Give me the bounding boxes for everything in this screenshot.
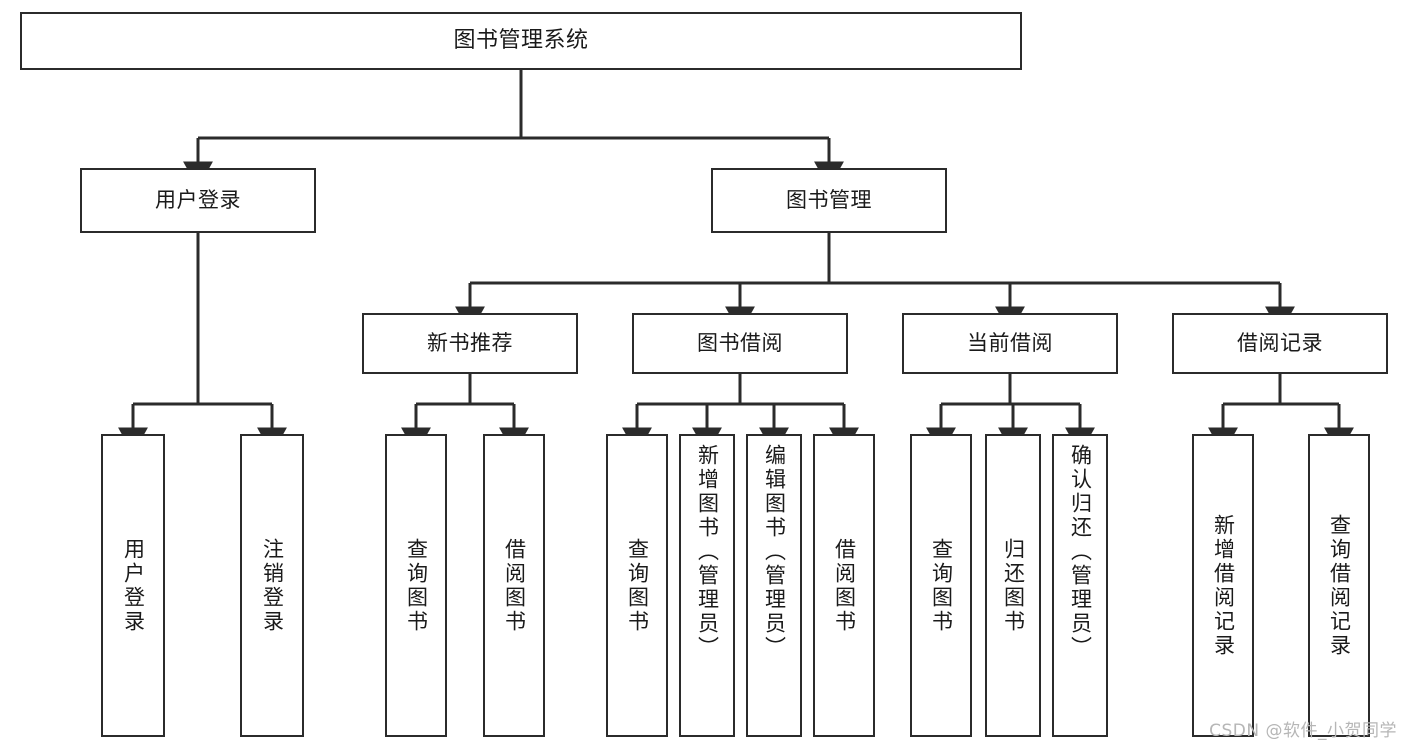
node-leaf-query-book-borrow: 查询图书 <box>606 434 668 737</box>
node-current-borrow-label: 当前借阅 <box>967 331 1053 356</box>
node-leaf-query-book-recommend: 查询图书 <box>385 434 447 737</box>
node-leaf-borrow-book-recommend: 借阅图书 <box>483 434 545 737</box>
node-leaf-query-borrow-record: 查询借阅记录 <box>1308 434 1370 737</box>
node-leaf-return-book: 归还图书 <box>985 434 1041 737</box>
node-leaf-borrow-book-label: 借阅图书 <box>832 537 857 634</box>
node-book-manage: 图书管理 <box>711 168 947 233</box>
node-new-book-recommend: 新书推荐 <box>362 313 578 374</box>
node-leaf-edit-book-label: 编辑图书（管理员） <box>762 444 787 660</box>
node-leaf-add-book: 新增图书（管理员） <box>679 434 735 737</box>
node-book-borrow: 图书借阅 <box>632 313 848 374</box>
node-user-login: 用户登录 <box>80 168 316 233</box>
node-leaf-add-borrow-record: 新增借阅记录 <box>1192 434 1254 737</box>
node-book-borrow-label: 图书借阅 <box>697 331 783 356</box>
node-leaf-query-book-borrow-label: 查询图书 <box>625 537 650 634</box>
node-leaf-query-borrow-record-label: 查询借阅记录 <box>1327 513 1352 658</box>
node-leaf-confirm-return: 确认归还（管理员） <box>1052 434 1108 737</box>
node-leaf-add-book-label: 新增图书（管理员） <box>695 444 720 660</box>
node-borrow-record-label: 借阅记录 <box>1237 331 1323 356</box>
node-leaf-confirm-return-label: 确认归还（管理员） <box>1068 444 1093 660</box>
node-new-book-recommend-label: 新书推荐 <box>427 331 513 356</box>
node-leaf-user-login: 用户登录 <box>101 434 165 737</box>
node-leaf-user-login-label: 用户登录 <box>121 537 146 634</box>
watermark-text: CSDN @软件_小贺同学 <box>1209 721 1397 741</box>
node-leaf-query-book-current: 查询图书 <box>910 434 972 737</box>
node-user-login-label: 用户登录 <box>155 188 241 213</box>
node-book-manage-label: 图书管理 <box>786 188 872 213</box>
node-leaf-query-book-current-label: 查询图书 <box>929 537 954 634</box>
node-borrow-record: 借阅记录 <box>1172 313 1388 374</box>
node-root-title: 图书管理系统 <box>20 12 1022 70</box>
node-leaf-query-book-recommend-label: 查询图书 <box>404 537 429 634</box>
node-current-borrow: 当前借阅 <box>902 313 1118 374</box>
node-leaf-user-logout: 注销登录 <box>240 434 304 737</box>
node-leaf-borrow-book-recommend-label: 借阅图书 <box>502 537 527 634</box>
node-leaf-borrow-book: 借阅图书 <box>813 434 875 737</box>
node-leaf-edit-book: 编辑图书（管理员） <box>746 434 802 737</box>
node-root-title-label: 图书管理系统 <box>453 28 589 54</box>
node-leaf-user-logout-label: 注销登录 <box>260 537 285 634</box>
node-leaf-return-book-label: 归还图书 <box>1001 537 1026 634</box>
node-leaf-add-borrow-record-label: 新增借阅记录 <box>1211 513 1236 658</box>
